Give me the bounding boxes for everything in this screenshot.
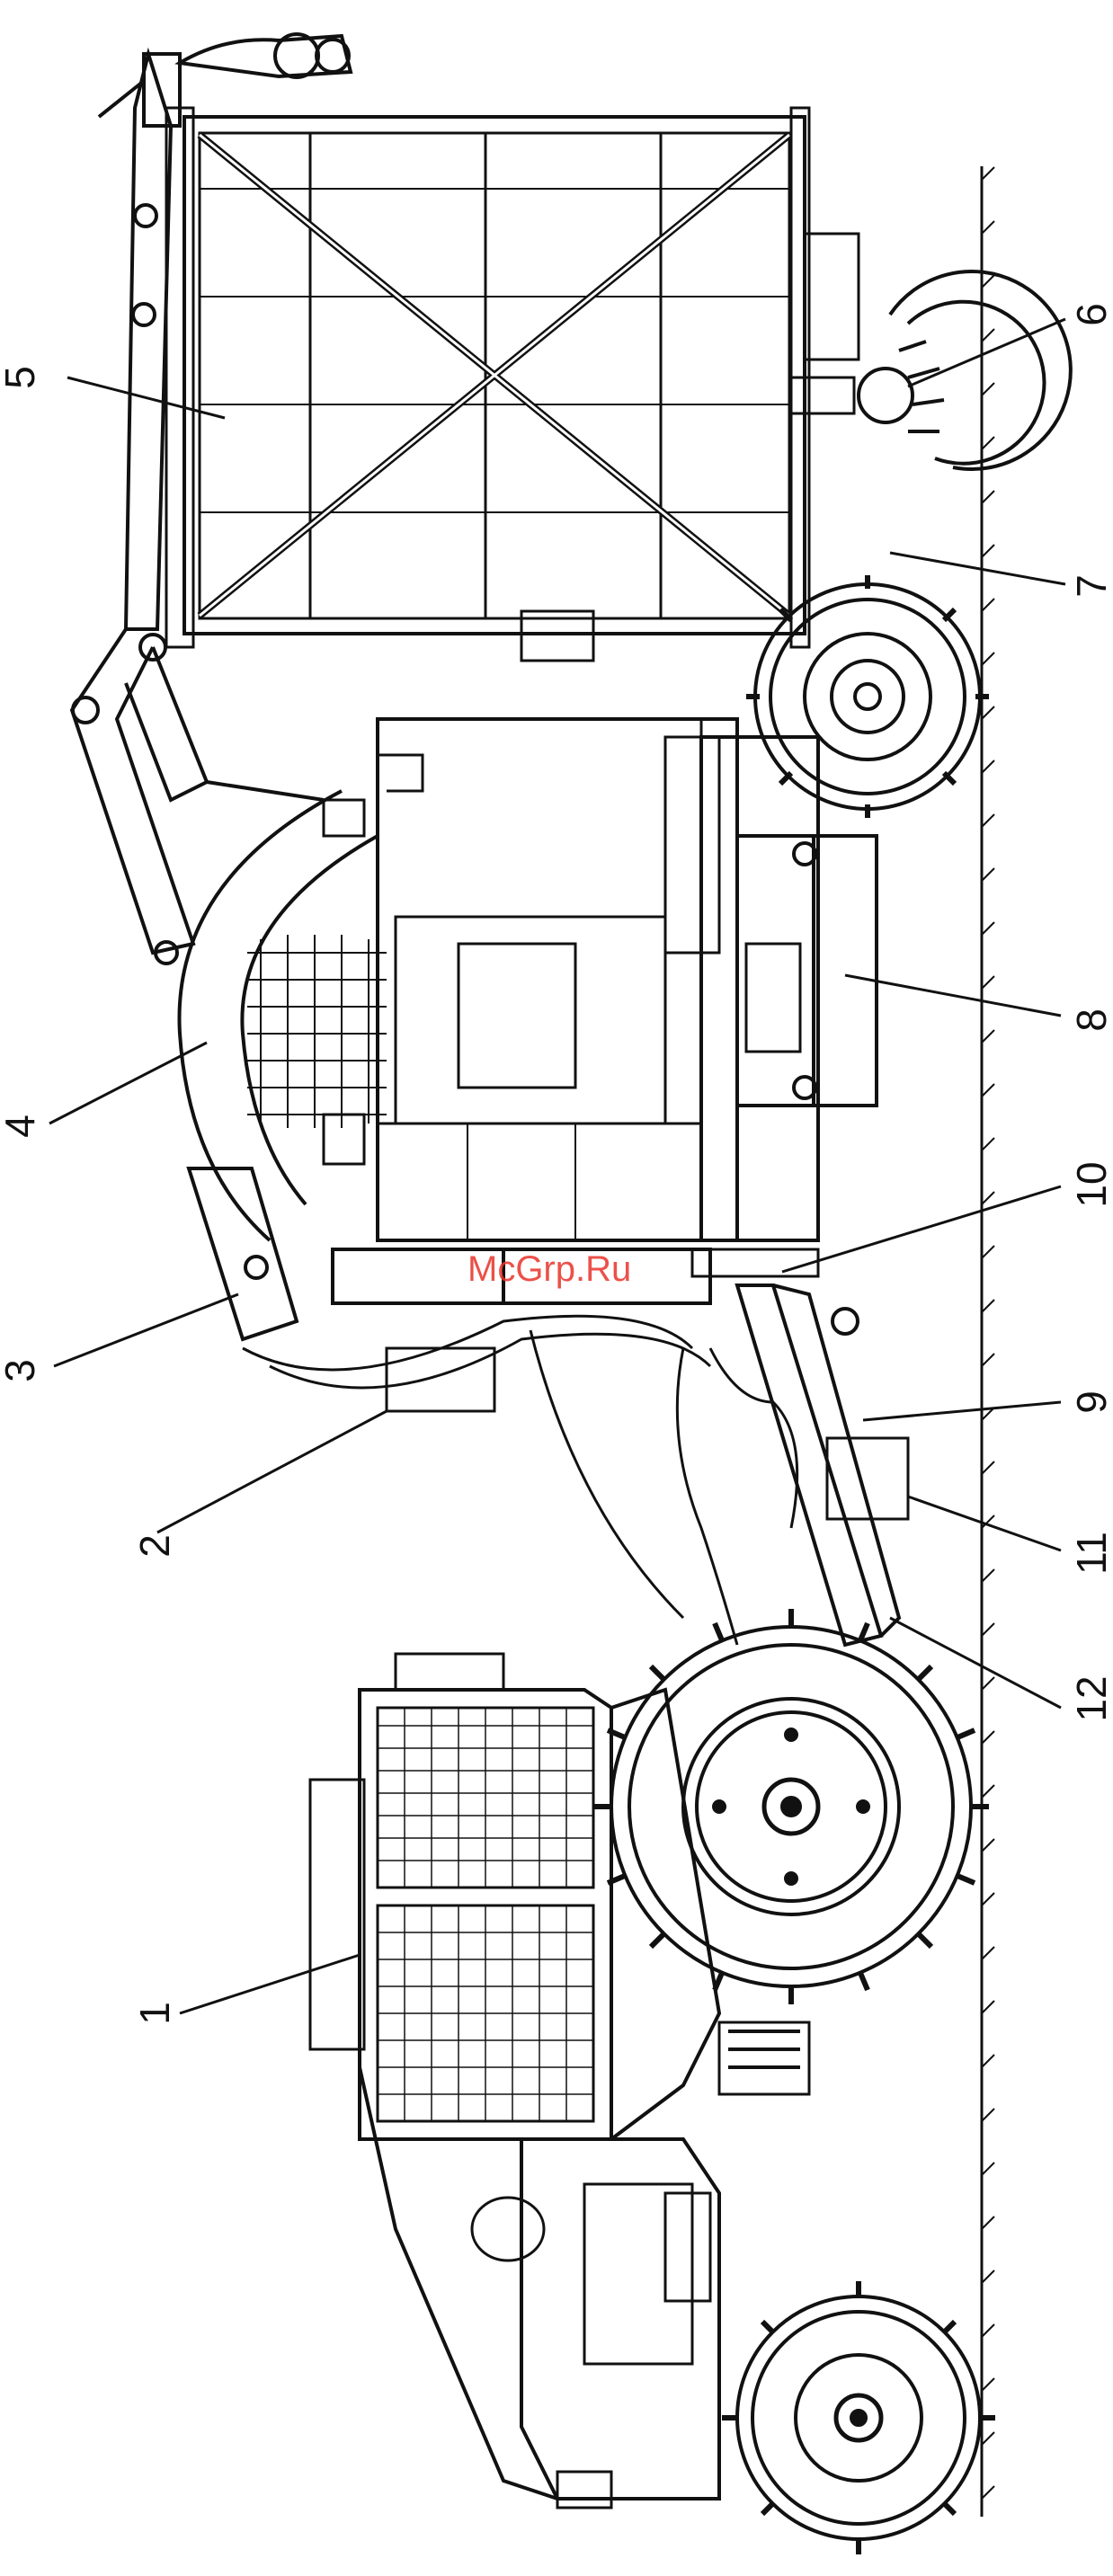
callout-3: 3 xyxy=(0,1359,43,1382)
callout-12: 12 xyxy=(1068,1675,1113,1721)
callout-5: 5 xyxy=(0,366,43,389)
trailer-wheel xyxy=(746,575,989,818)
drawbar xyxy=(677,1249,908,1645)
leader-lines xyxy=(49,319,1065,2013)
callout-7: 7 xyxy=(1068,574,1113,598)
spiked-rotor xyxy=(791,271,1071,469)
processing-housing xyxy=(378,719,737,1240)
callout-9: 9 xyxy=(1068,1390,1113,1414)
lift-mast xyxy=(99,34,351,629)
callout-1: 1 xyxy=(131,2002,178,2025)
tractor-hood xyxy=(360,2022,809,2508)
trailer-bin xyxy=(166,108,859,661)
callout-6: 6 xyxy=(1068,303,1113,326)
callout-10: 10 xyxy=(1068,1161,1113,1207)
watermark: McGrp.Ru xyxy=(467,1249,631,1289)
callout-4: 4 xyxy=(0,1115,43,1138)
frame-chassis xyxy=(701,737,877,1240)
callout-8: 8 xyxy=(1068,1008,1113,1032)
conveyor-casing xyxy=(180,791,387,1240)
callout-11: 11 xyxy=(1068,1532,1113,1575)
tractor-rear-wheel xyxy=(593,1609,989,2004)
ground-line xyxy=(982,166,994,2517)
hydraulic-hoses xyxy=(243,1316,710,1618)
callout-2: 2 xyxy=(131,1534,178,1558)
boom-arms xyxy=(72,629,324,1339)
tractor-front-wheel xyxy=(722,2281,995,2554)
